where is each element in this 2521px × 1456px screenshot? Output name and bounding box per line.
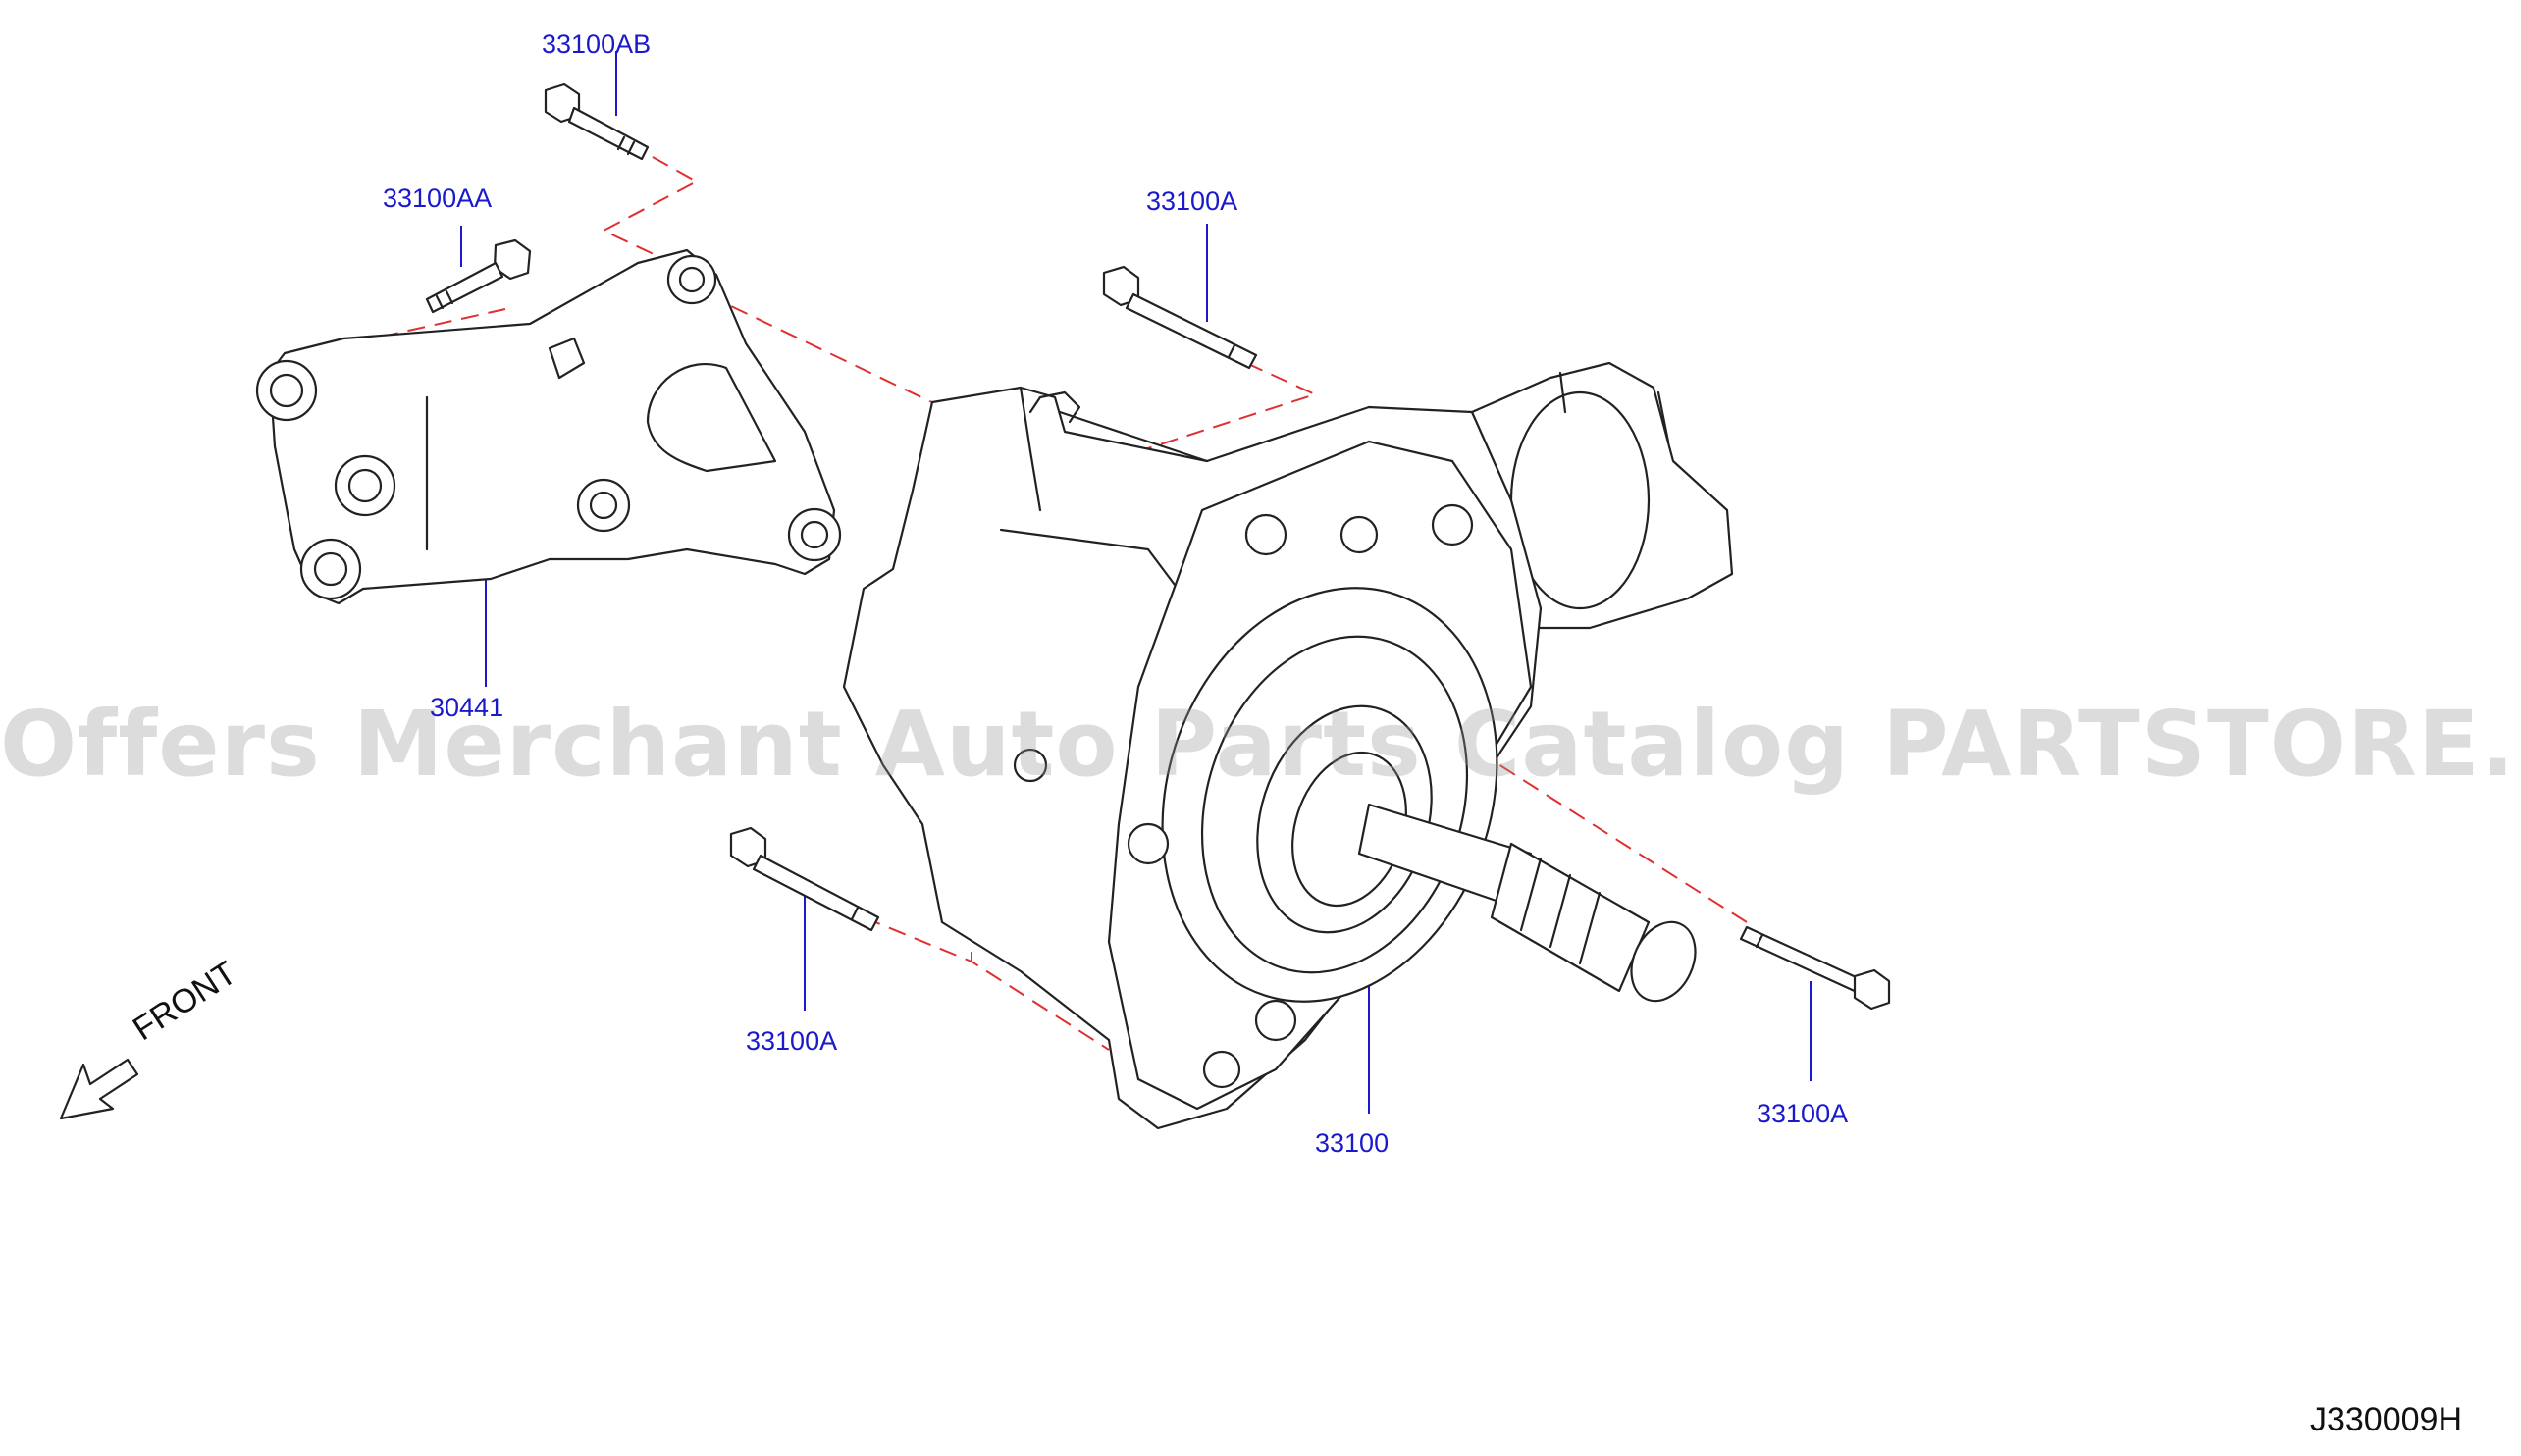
callout-33100ab[interactable]: 33100AB [542, 29, 652, 59]
diagram-code: J330009H [2309, 1401, 2462, 1438]
bolt-33100a-top[interactable] [1102, 265, 1258, 370]
leader-lines [460, 51, 1812, 1114]
bolt-33100ab[interactable] [544, 82, 650, 161]
bolt-33100aa[interactable] [425, 238, 532, 314]
transfer-case-33100[interactable] [842, 361, 1734, 1130]
callout-33100a-top[interactable]: 33100A [1146, 186, 1238, 216]
callout-30441[interactable]: 30441 [430, 693, 504, 722]
callout-33100a-left[interactable]: 33100A [746, 1026, 838, 1056]
bolt-33100a-right[interactable] [1739, 925, 1891, 1011]
callout-33100[interactable]: 33100 [1315, 1128, 1390, 1158]
callout-33100a-right[interactable]: 33100A [1757, 1099, 1849, 1128]
front-direction-arrow [59, 1058, 139, 1120]
bracket-30441[interactable] [255, 248, 842, 605]
callout-33100aa[interactable]: 33100AA [383, 183, 493, 213]
bolt-33100a-left[interactable] [729, 826, 880, 932]
